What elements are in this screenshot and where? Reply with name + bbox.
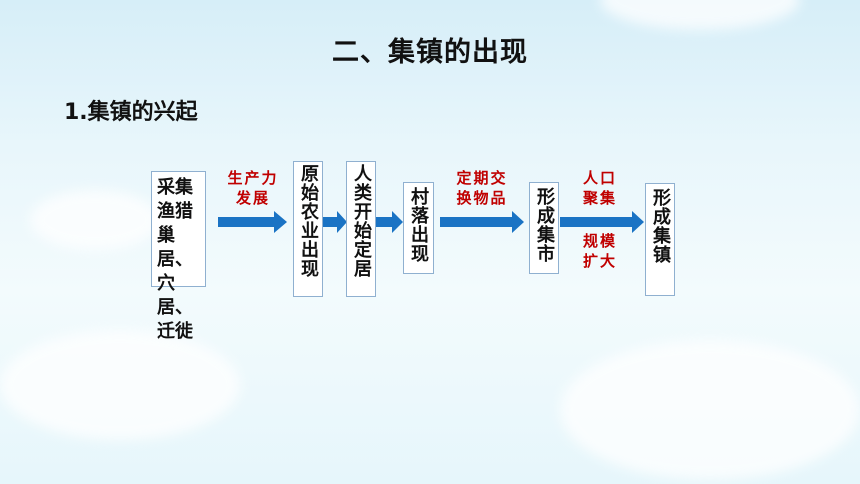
stage-box-agriculture: 原始农业出现 [293,161,323,297]
label-line: 换物品 [456,189,508,207]
page-title: 二、集镇的出现 [332,37,528,68]
stage-text: 形成集镇 [650,188,671,264]
label-line: 生产力 [227,169,279,187]
cloud-decoration [30,190,160,250]
arrow-5 [560,211,644,233]
label-line: 扩大 [582,252,617,270]
label-line: 发展 [235,189,270,207]
label-line: 规模 [582,232,617,250]
stage-box-settlement: 人类开始定居 [346,161,376,297]
section-heading: 1.集镇的兴起 [64,100,198,125]
stage-text: 采集渔猎巢居、穴居、迁徙 [157,177,193,342]
stage-text: 人类开始定居 [351,164,372,278]
arrow-1 [218,211,287,233]
cloud-decoration [560,340,860,480]
stage-box-market: 形成集市 [529,182,559,274]
stage-box-gathering: 采集渔猎巢居、穴居、迁徙 [151,171,206,342]
label-line: 聚集 [582,189,617,207]
label-line: 定期交 [456,169,508,187]
stage-box-town: 形成集镇 [645,183,675,296]
arrow-label-exchange: 定期交 换物品 [446,168,518,208]
arrow-label-scale: 规模 扩大 [568,231,632,271]
arrow-4 [440,211,524,233]
stage-text: 形成集市 [534,187,555,263]
arrow-label-productivity: 生产力 发展 [218,168,288,208]
arrow-3 [376,211,403,233]
stage-text: 原始农业出现 [298,164,319,278]
cloud-decoration [0,330,240,440]
arrow-2 [323,211,347,233]
label-line: 人口 [582,169,617,187]
arrow-label-population: 人口 聚集 [568,168,632,208]
stage-box-village: 村落出现 [403,182,434,274]
stage-text: 村落出现 [408,187,429,263]
